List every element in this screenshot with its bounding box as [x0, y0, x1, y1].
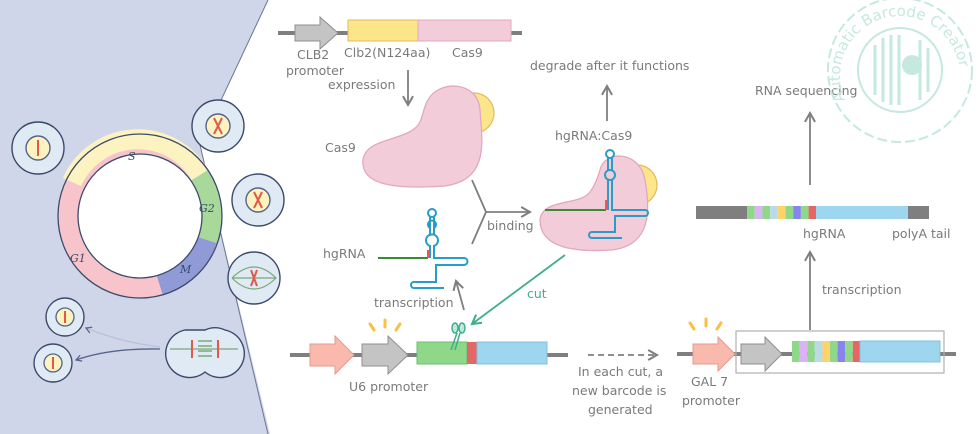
clb2-promoter-arrow — [294, 15, 339, 51]
spark-icon — [688, 317, 723, 331]
phase-label-g1: G1 — [70, 252, 86, 265]
new-barcode-label-3: generated — [588, 402, 653, 417]
barcode-band — [762, 206, 771, 219]
barcode-band — [799, 341, 808, 362]
daughter-cell-2 — [33, 343, 73, 383]
target-green — [416, 341, 468, 365]
expression-label: expression — [328, 77, 395, 92]
barcode-band — [807, 341, 815, 362]
gal7-barcoded-construct — [677, 317, 956, 374]
barcode-band — [777, 206, 786, 219]
cas9-protein — [362, 85, 495, 188]
barcode-bands-top — [747, 206, 817, 219]
clb2-cas9-construct — [278, 15, 522, 51]
barcode-band — [822, 341, 830, 362]
cell-anaphase — [164, 327, 246, 379]
binding-merge-arrow — [471, 179, 533, 245]
phase-label-m: M — [179, 263, 192, 276]
phase-label-s: S — [128, 150, 136, 163]
barcode-tail-blue — [859, 340, 941, 363]
new-barcode-label-2: new barcode is — [572, 383, 666, 398]
barcode-band — [747, 206, 755, 219]
transcription-arrow-left — [452, 279, 465, 311]
polya-label: polyA tail — [892, 226, 950, 241]
hgrna-label: hgRNA — [323, 246, 366, 261]
hgrna-transcript — [696, 206, 929, 219]
barcode-band — [808, 206, 817, 219]
hgrna-cas9-complex — [539, 149, 658, 252]
u6-target-construct — [290, 318, 568, 376]
u6-promoter-arrow — [361, 334, 409, 376]
barcode-band — [800, 206, 809, 219]
division-arrow-1 — [84, 326, 161, 348]
barcode-band — [793, 206, 801, 219]
cell-g2-phase — [231, 173, 285, 227]
gray-promoter-arrow — [740, 335, 783, 373]
daughter-cell-1 — [45, 297, 85, 337]
hgrna-cas9-label: hgRNA:Cas9 — [555, 128, 632, 143]
cut-arrow — [470, 254, 566, 326]
hgrna-structure — [378, 208, 469, 289]
polya-tail — [908, 206, 929, 219]
barcode-bands-bottom — [792, 341, 861, 362]
u6-pink-arrow — [309, 334, 355, 376]
hgrna-right-label: hgRNA — [803, 226, 846, 241]
phase-m — [156, 236, 217, 296]
phase-label-g2: G2 — [199, 202, 215, 215]
barcode-band — [770, 206, 778, 219]
scissors-icon — [450, 322, 466, 351]
degrade-label: degrade after it functions — [530, 58, 689, 73]
binding-label: binding — [487, 218, 534, 233]
u6-promoter-label: U6 promoter — [349, 379, 429, 394]
cas9-segment — [417, 19, 512, 42]
cell-g1-top — [11, 121, 65, 175]
clb2-promoter-label-line1: CLB2 — [297, 47, 329, 62]
spark-icon — [368, 318, 402, 332]
barcode-band — [792, 341, 800, 362]
barcode-region-box — [735, 330, 945, 374]
transcription-label-left: transcription — [374, 295, 454, 310]
clb2-promoter-label-line2: promoter — [286, 63, 345, 78]
cell-metaphase — [227, 251, 281, 305]
target-red — [467, 342, 477, 364]
phase-g2 — [191, 169, 222, 244]
new-barcode-label-1: In each cut, a — [578, 364, 663, 379]
cas9-segment-label: Cas9 — [452, 45, 483, 60]
barcode-band — [852, 341, 861, 362]
barcode-band — [814, 341, 823, 362]
barcode-band — [830, 341, 838, 362]
cell-cycle-ring: S G2 M G1 — [57, 129, 223, 299]
barcode-band — [785, 206, 794, 219]
barcode-band — [754, 206, 763, 219]
target-blue — [476, 341, 548, 365]
barcode-band — [845, 341, 853, 362]
cut-label: cut — [527, 286, 547, 301]
gal7-label-2: promoter — [682, 393, 741, 408]
gal7-label-1: GAL 7 — [691, 374, 728, 389]
barcode-band — [837, 341, 846, 362]
clb2-segment — [347, 19, 419, 42]
watermark-seal: Automatic Barcode Creator — [826, 0, 973, 143]
clb2-segment-label: Clb2(N124aa) — [344, 45, 430, 60]
cell-s-phase — [191, 99, 245, 153]
division-arrow-2 — [74, 348, 161, 362]
gal7-promoter-arrow — [692, 335, 736, 373]
cas9-label: Cas9 — [325, 140, 356, 155]
phase-s — [62, 129, 209, 187]
transcription-label-right: transcription — [822, 282, 902, 297]
